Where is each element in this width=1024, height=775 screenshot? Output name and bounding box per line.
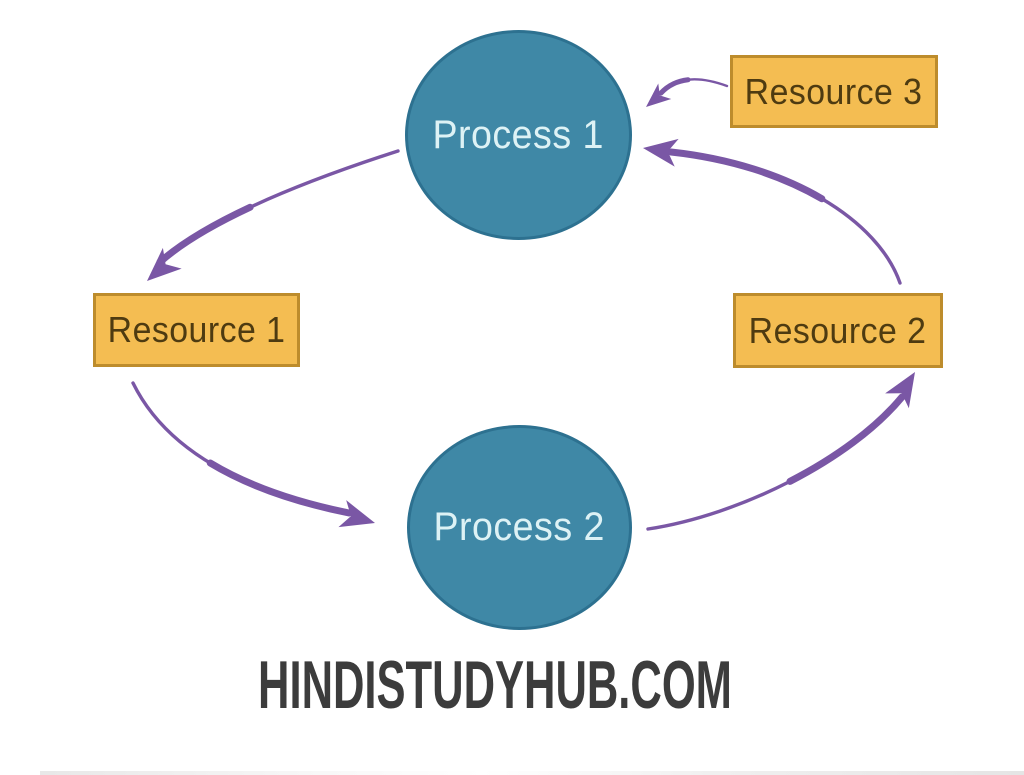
node-process-1: Process 1 bbox=[405, 30, 632, 240]
arrowhead bbox=[885, 372, 915, 409]
arrow-curve bbox=[658, 77, 691, 96]
arrow-curve bbox=[158, 149, 400, 264]
watermark-text: HINDISTUDYHUB.COM bbox=[258, 647, 732, 723]
arrowhead bbox=[646, 83, 672, 107]
arrow-curve bbox=[646, 395, 904, 531]
resource-1-label: Resource 1 bbox=[107, 309, 286, 350]
process-2-label: Process 2 bbox=[433, 505, 606, 549]
arrow-curve bbox=[669, 150, 902, 285]
arrow-curve bbox=[786, 393, 906, 485]
node-process-2: Process 2 bbox=[407, 425, 632, 630]
arrow-curve bbox=[206, 459, 353, 517]
arrow-curve bbox=[667, 148, 826, 203]
node-resource-3: Resource 3 bbox=[730, 55, 938, 128]
arrowhead bbox=[147, 247, 182, 281]
process-1-label: Process 1 bbox=[432, 112, 605, 157]
arrow-curve bbox=[659, 78, 729, 95]
resource-2-label: Resource 2 bbox=[749, 309, 927, 351]
node-resource-1: Resource 1 bbox=[93, 293, 300, 367]
arrowhead bbox=[338, 500, 375, 528]
resource-3-label: Resource 3 bbox=[745, 70, 923, 112]
arrow-resource3-to-process1 bbox=[646, 77, 729, 107]
scan-artifact bbox=[40, 771, 1024, 775]
arrow-resource2-to-process1 bbox=[643, 138, 902, 285]
arrow-resource1-to-process2 bbox=[131, 381, 375, 528]
node-resource-2: Resource 2 bbox=[733, 293, 943, 368]
arrow-process2-to-resource2 bbox=[646, 372, 915, 531]
arrow-process1-to-resource1 bbox=[147, 149, 400, 281]
arrowhead bbox=[643, 138, 679, 167]
arrow-curve bbox=[131, 381, 351, 515]
arrow-curve bbox=[156, 203, 254, 266]
